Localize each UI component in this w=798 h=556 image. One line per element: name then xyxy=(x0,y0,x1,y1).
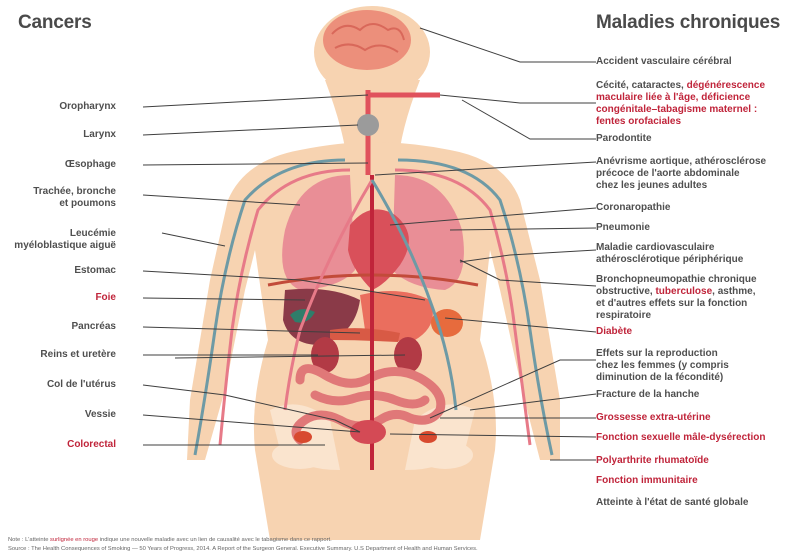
label-anevrisme: Anévrisme aortique, athérosclérose préco… xyxy=(596,156,796,192)
brain xyxy=(323,10,411,70)
label-colorectal: Colorectal xyxy=(67,439,116,451)
label-estomac: Estomac xyxy=(74,265,116,277)
label-vessie: Vessie xyxy=(85,409,116,421)
label-coronaropathie: Coronaropathie xyxy=(596,202,796,214)
label-diabete: Diabète xyxy=(596,326,796,338)
label-grossesse: Grossesse extra-utérine xyxy=(596,412,796,424)
label-immunitaire: Fonction immunitaire xyxy=(596,475,796,487)
label-sante-globale: Atteinte à l'état de santé globale xyxy=(596,497,796,509)
label-larynx: Larynx xyxy=(83,129,116,141)
footnote-note: Note : L'atteinte surlignée en rouge ind… xyxy=(8,537,332,543)
label-avc: Accident vasculaire cérébral xyxy=(596,56,796,68)
label-oesophage: Œsophage xyxy=(65,159,116,171)
label-pneumonie: Pneumonie xyxy=(596,222,796,234)
chronic-diseases-heading: Maladies chroniques xyxy=(596,12,780,34)
label-foie: Foie xyxy=(95,292,116,304)
label-leucemie: Leucémie myéloblastique aiguë xyxy=(14,228,116,252)
label-col-uterus: Col de l'utérus xyxy=(47,379,116,391)
label-polyarthrite: Polyarthrite rhumatoïde xyxy=(596,455,796,467)
label-bpco: Bronchopneumopathie chronique obstructiv… xyxy=(596,274,796,322)
label-cardiovasculaire: Maladie cardiovasculaire athérosclérotiq… xyxy=(596,242,796,266)
label-erection: Fonction sexuelle mâle-dysérection xyxy=(596,432,796,444)
larynx xyxy=(357,114,379,136)
footnote-source: Source : The Health Consequences of Smok… xyxy=(8,546,478,552)
label-trachee: Trachée, bronche et poumons xyxy=(33,186,116,210)
label-reproduction: Effets sur la reproduction chez les femm… xyxy=(596,348,796,384)
label-hanche: Fracture de la hanche xyxy=(596,389,796,401)
label-reins: Reins et uretère xyxy=(40,349,116,361)
label-oropharynx: Oropharynx xyxy=(59,101,116,113)
label-parodontite: Parodontite xyxy=(596,133,796,145)
cancers-heading: Cancers xyxy=(18,12,92,34)
label-pancreas: Pancréas xyxy=(72,321,116,333)
